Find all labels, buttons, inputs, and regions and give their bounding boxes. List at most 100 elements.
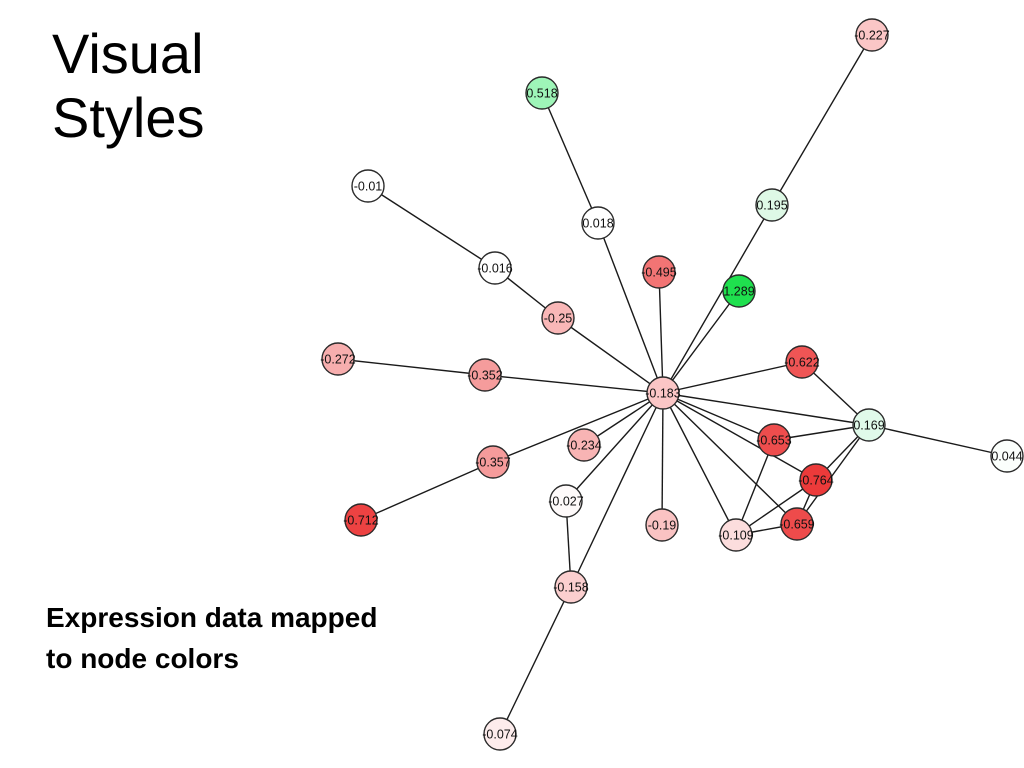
node-circle	[780, 507, 814, 541]
edge-n227-n195	[771, 34, 873, 206]
node-label: -0.01	[354, 180, 383, 194]
node-label: -0.764	[798, 474, 833, 488]
node-label: 0.518	[526, 87, 557, 101]
node-n764[interactable]: -0.764	[798, 463, 834, 497]
node-circle	[525, 76, 559, 110]
node-n289[interactable]: 1.289	[722, 274, 756, 308]
node-label: -0.272	[320, 353, 355, 367]
node-circle	[567, 428, 601, 462]
slide-title: Visual Styles	[52, 22, 205, 150]
edge-n01-n016	[367, 185, 496, 269]
node-n01[interactable]: -0.01	[351, 169, 385, 203]
node-n074[interactable]: -0.074	[482, 717, 518, 751]
slide-title-line-2: Styles	[52, 86, 205, 149]
node-label: -0.622	[784, 356, 819, 370]
node-circle	[799, 463, 833, 497]
node-label: -0.027	[548, 495, 583, 509]
node-circle	[852, 408, 886, 442]
node-label: 0.044	[991, 450, 1022, 464]
node-circle	[642, 255, 676, 289]
slide-caption-line-1: Expression data mapped	[46, 602, 378, 633]
node-circle	[990, 439, 1024, 473]
slide-caption-line-2: to node colors	[46, 643, 239, 674]
node-n659[interactable]: -0.659	[779, 507, 815, 541]
node-n158[interactable]: -0.158	[553, 570, 589, 604]
node-label: -0.016	[477, 262, 512, 276]
node-n016[interactable]: -0.016	[477, 251, 513, 285]
node-circle	[468, 358, 502, 392]
node-circle	[344, 503, 378, 537]
node-n234[interactable]: -0.234	[566, 428, 602, 462]
edge-n289-center	[662, 290, 740, 394]
node-circle	[581, 206, 615, 240]
edge-center-n622	[662, 361, 803, 394]
node-circle	[855, 18, 889, 52]
edge-center-n19	[661, 392, 664, 526]
node-label: -0.495	[641, 266, 676, 280]
slide-caption: Expression data mapped to node colors	[46, 597, 377, 679]
node-label: -0.183	[645, 387, 680, 401]
node-n19[interactable]: -0.19	[645, 508, 679, 542]
node-label: 0.169	[853, 419, 884, 433]
node-label: 0.018	[582, 217, 613, 231]
node-label: -0.712	[343, 514, 378, 528]
node-circle	[478, 251, 512, 285]
node-circle	[646, 376, 680, 410]
edge-n169-n044	[868, 424, 1008, 457]
node-circle	[541, 301, 575, 335]
node-label: -0.227	[854, 29, 889, 43]
node-n272[interactable]: -0.272	[320, 342, 356, 376]
edge-n653-n109	[735, 439, 775, 536]
node-circle	[722, 274, 756, 308]
node-center[interactable]: -0.183	[645, 376, 681, 410]
node-n653[interactable]: -0.653	[756, 423, 792, 457]
slide-title-line-1: Visual	[52, 22, 204, 85]
node-n018[interactable]: 0.018	[581, 206, 615, 240]
node-label: 1.289	[723, 285, 754, 299]
node-n352[interactable]: -0.352	[467, 358, 503, 392]
node-n622[interactable]: -0.622	[784, 345, 820, 379]
node-label: -0.653	[756, 434, 791, 448]
node-n518[interactable]: 0.518	[525, 76, 559, 110]
edge-center-n158	[570, 392, 664, 588]
node-label: -0.158	[553, 581, 588, 595]
edge-n195-center	[662, 204, 773, 394]
edge-n518-n018	[541, 92, 599, 224]
node-label: 0.195	[756, 199, 787, 213]
node-n109[interactable]: -0.109	[718, 518, 754, 552]
node-circle	[755, 188, 789, 222]
node-n195[interactable]: 0.195	[755, 188, 789, 222]
node-circle	[554, 570, 588, 604]
node-n495[interactable]: -0.495	[641, 255, 677, 289]
node-n357[interactable]: -0.357	[475, 445, 511, 479]
edge-n158-n074	[499, 586, 572, 735]
node-n227[interactable]: -0.227	[854, 18, 890, 52]
edge-center-n027	[565, 392, 664, 502]
edge-n352-center	[484, 374, 664, 394]
node-label: -0.25	[544, 312, 573, 326]
node-n169[interactable]: 0.169	[852, 408, 886, 442]
node-circle	[483, 717, 517, 751]
node-label: -0.109	[718, 529, 753, 543]
node-n712[interactable]: -0.712	[343, 503, 379, 537]
edge-n357-center	[492, 392, 664, 463]
edge-n018-center	[597, 222, 664, 394]
node-circle	[785, 345, 819, 379]
node-label: -0.659	[779, 518, 814, 532]
edge-center-n169	[662, 392, 870, 426]
node-circle	[321, 342, 355, 376]
node-n044[interactable]: 0.044	[990, 439, 1024, 473]
edge-center-n653	[662, 392, 775, 441]
node-circle	[757, 423, 791, 457]
node-label: -0.074	[482, 728, 517, 742]
node-n027[interactable]: -0.027	[548, 484, 584, 518]
node-circle	[351, 169, 385, 203]
node-circle	[549, 484, 583, 518]
node-circle	[719, 518, 753, 552]
edge-center-n109	[662, 392, 737, 536]
node-circle	[476, 445, 510, 479]
edge-n495-center	[658, 271, 664, 394]
node-label: -0.357	[475, 456, 510, 470]
node-n25[interactable]: -0.25	[541, 301, 575, 335]
